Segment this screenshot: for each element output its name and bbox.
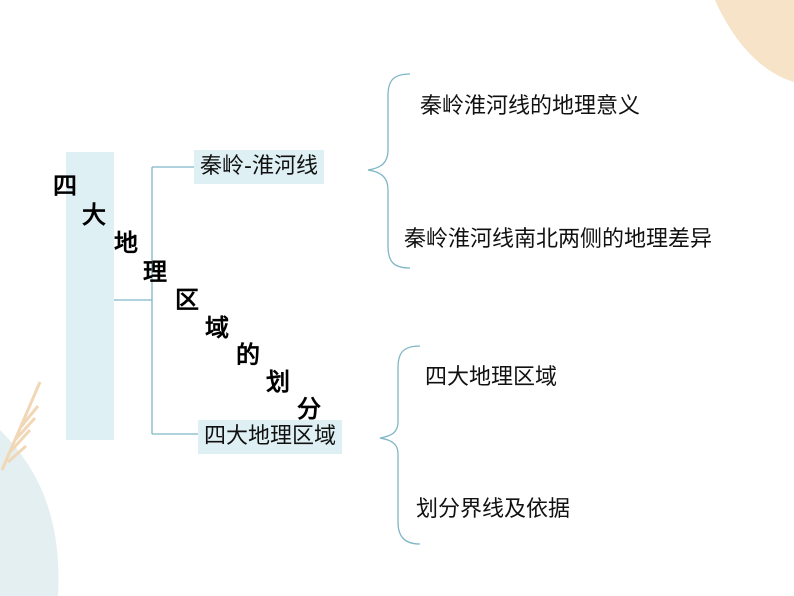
top-right-peach-blob bbox=[715, 0, 794, 82]
title-char: 大 bbox=[82, 201, 106, 229]
branch1-brace bbox=[367, 73, 411, 269]
leaf-item: 秦岭淮河线的地理意义 bbox=[420, 94, 641, 119]
title-char: 域 bbox=[205, 314, 229, 342]
title-char: 地 bbox=[114, 229, 138, 257]
leaf-icon bbox=[0, 381, 42, 471]
title-bar bbox=[66, 152, 114, 440]
branch2-brace bbox=[379, 345, 421, 545]
title-char: 四 bbox=[53, 172, 77, 200]
title-char: 的 bbox=[236, 341, 260, 369]
title-char: 理 bbox=[143, 258, 167, 286]
leaf-item: 四大地理区域 bbox=[425, 365, 558, 390]
title-char: 划 bbox=[266, 368, 290, 396]
branch-box-qinling-huaihe: 秦岭-淮河线 bbox=[194, 150, 324, 184]
branch-box-four-regions: 四大地理区域 bbox=[198, 420, 343, 454]
title-char: 区 bbox=[175, 286, 199, 314]
leaf-item: 秦岭淮河线南北两侧的地理差异 bbox=[404, 227, 713, 252]
leaf-item: 划分界线及依据 bbox=[416, 497, 571, 522]
title-char: 分 bbox=[297, 395, 321, 423]
bottom-left-blue-blob bbox=[0, 430, 59, 596]
